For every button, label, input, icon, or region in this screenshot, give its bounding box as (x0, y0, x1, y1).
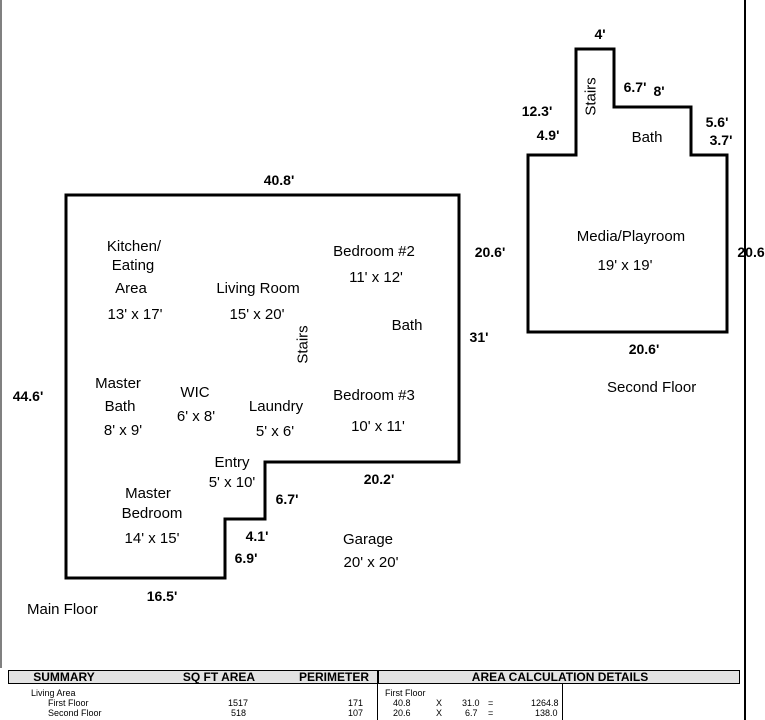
room-wic-size: 6' x 8' (176, 408, 216, 425)
room-master-bath-size: 8' x 9' (103, 422, 143, 439)
dim-bottom-side: 20.6' (628, 341, 660, 357)
dim-bottom-width: 16.5' (146, 588, 178, 604)
room-bedroom-3-size: 10' x 11' (351, 418, 405, 435)
room-bath-name: Bath (391, 317, 423, 334)
summary-header-left: SUMMARY SQ FT AREA PERIMETER (8, 670, 378, 684)
details-b: 31.0 (462, 698, 480, 708)
room-master-bedroom-name-2: Bedroom (121, 505, 183, 522)
summary-header-perimeter: PERIMETER (298, 670, 369, 684)
dim-step-width: 20.2' (363, 471, 395, 487)
room-laundry-size: 5' x 6' (255, 423, 295, 440)
summary-header-area: SQ FT AREA (182, 670, 256, 684)
room-bedroom-3-name: Bedroom #3 (333, 387, 415, 404)
room-kitchen-name-3: Area (115, 280, 147, 297)
dim-step-height: 6.7' (275, 491, 299, 507)
details-a: 40.8 (393, 698, 411, 708)
room-wic-name: WIC (180, 384, 210, 401)
room-media-name: Media/Playroom (576, 228, 686, 245)
room-laundry-name: Laundry (248, 398, 304, 415)
room-garage-size: 20' x 20' (343, 554, 399, 571)
dim-right-step-2: 3.7' (709, 132, 733, 148)
dim-notch-height: 6.9' (234, 550, 258, 566)
dim-left-offset: 12.3' (521, 103, 553, 119)
main-floor-outline (64, 193, 461, 580)
dim-bath-height: 8' (653, 83, 665, 99)
dim-top-width: 40.8' (263, 172, 295, 188)
room-entry-size: 5' x 10' (208, 474, 256, 491)
details-eq: = (488, 708, 494, 718)
dim-right-side: 20.6 (737, 244, 765, 260)
dim-right-height: 31' (469, 329, 489, 345)
stairs-label: Stairs (294, 325, 312, 364)
details-op: X (436, 698, 443, 708)
room-kitchen-name-1: Kitchen/ (106, 238, 162, 255)
summary-row-perimeter: 107 (348, 708, 364, 718)
main-floor-label: Main Floor (27, 601, 98, 618)
room-master-bath-name-1: Master (95, 375, 141, 392)
summary-header-summary: SUMMARY (33, 670, 95, 684)
room-kitchen-name-2: Eating (111, 257, 155, 274)
dim-notch-width: 4.1' (245, 528, 269, 544)
room-entry-name: Entry (214, 454, 250, 471)
second-floor-label: Second Floor (607, 379, 697, 396)
dim-stair-top: 4' (594, 26, 606, 42)
details-title: First Floor (385, 688, 426, 698)
details-result: 138.0 (535, 708, 558, 718)
summary-row-area: 518 (231, 708, 247, 718)
dim-bath-offset: 6.7' (623, 79, 647, 95)
room-bedroom-2-name: Bedroom #2 (333, 243, 415, 260)
summary-group-label: Living Area (31, 688, 76, 698)
room-kitchen-size: 13' x 17' (107, 306, 163, 323)
stairs-label-2: Stairs (582, 77, 600, 116)
dim-right-step: 5.6' (705, 114, 729, 130)
room-master-bath-name-2: Bath (104, 398, 136, 415)
summary-table: SUMMARY SQ FT AREA PERIMETER AREA CALCUL… (8, 670, 764, 720)
dim-right-upper: 20.6' (474, 244, 506, 260)
second-floor-outline (526, 47, 729, 334)
summary-row-area: 1517 (228, 698, 249, 708)
details-b: 6.7 (465, 708, 478, 718)
details-result: 1264.8 (531, 698, 559, 708)
dim-left-step: 4.9' (536, 127, 560, 143)
dim-left-height: 44.6' (12, 388, 44, 404)
room-master-bedroom-name-1: Master (125, 485, 171, 502)
room-media-size: 19' x 19' (597, 257, 653, 274)
details-op: X (436, 708, 443, 718)
summary-header-details: AREA CALCULATION DETAILS (471, 670, 649, 684)
room-master-bedroom-size: 14' x 15' (124, 530, 180, 547)
room-living-size: 15' x 20' (229, 306, 285, 323)
details-a: 20.6 (393, 708, 411, 718)
room-living-name: Living Room (216, 280, 300, 297)
details-divider (562, 684, 563, 720)
room-bath-2-name: Bath (631, 129, 663, 146)
summary-header-right: AREA CALCULATION DETAILS (378, 670, 740, 684)
room-garage-name: Garage (342, 531, 394, 548)
summary-row-name: First Floor (48, 698, 89, 708)
summary-divider (377, 684, 378, 720)
room-bedroom-2-size: 11' x 12' (349, 269, 403, 286)
details-eq: = (488, 698, 494, 708)
summary-row-name: Second Floor (48, 708, 102, 718)
summary-row-perimeter: 171 (348, 698, 364, 708)
